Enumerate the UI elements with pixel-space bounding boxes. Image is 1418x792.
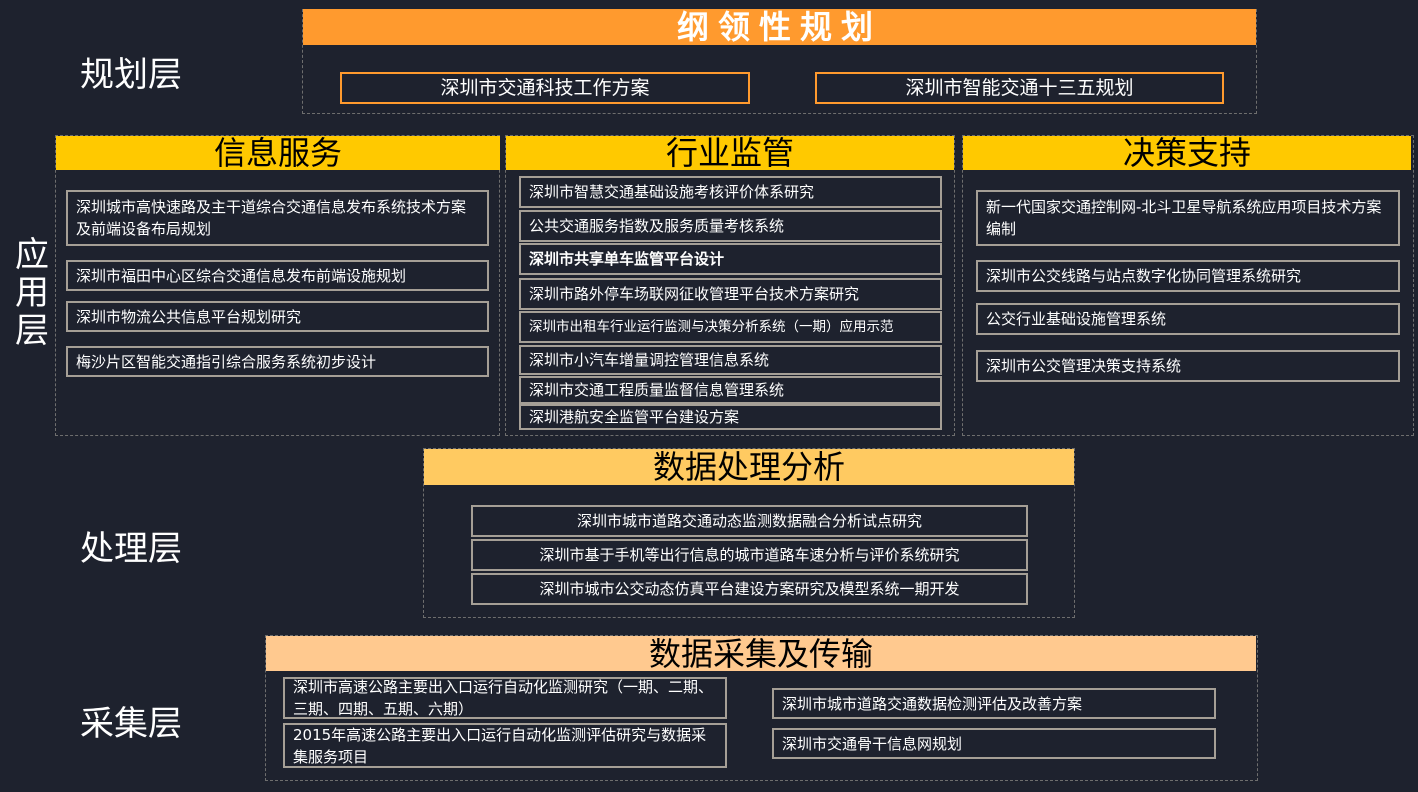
- info-service-header: 信息服务: [56, 136, 500, 170]
- decision-support-item: 新一代国家交通控制网-北斗卫星导航系统应用项目技术方案编制: [976, 190, 1400, 246]
- data-processing-header: 数据处理分析: [424, 449, 1074, 485]
- layer-label-application-char: 层: [15, 311, 49, 351]
- planning-header: 纲领性规划: [303, 9, 1256, 45]
- industry-supervision-item: 深圳市出租车行业运行监测与决策分析系统（一期）应用示范: [519, 311, 942, 343]
- data-collection-item: 深圳市城市道路交通数据检测评估及改善方案: [772, 688, 1216, 719]
- info-service-item: 梅沙片区智能交通指引综合服务系统初步设计: [66, 346, 489, 377]
- data-collection-item: 深圳市交通骨干信息网规划: [772, 728, 1216, 759]
- industry-supervision-item: 深圳市交通工程质量监督信息管理系统: [519, 376, 942, 404]
- industry-supervision-region: [505, 135, 955, 436]
- industry-supervision-item: 深圳市共享单车监管平台设计: [519, 243, 942, 275]
- data-processing-item: 深圳市城市公交动态仿真平台建设方案研究及模型系统一期开发: [471, 573, 1028, 605]
- planning-item: 深圳市交通科技工作方案: [340, 72, 750, 104]
- decision-support-item: 公交行业基础设施管理系统: [976, 303, 1400, 335]
- decision-support-header: 决策支持: [963, 136, 1411, 170]
- data-collection-item: 2015年高速公路主要出入口运行自动化监测评估研究与数据采集服务项目: [283, 723, 727, 768]
- industry-supervision-item: 公共交通服务指数及服务质量考核系统: [519, 210, 942, 242]
- data-collection-item: 深圳市高速公路主要出入口运行自动化监测研究（一期、二期、三期、四期、五期、六期）: [283, 677, 727, 719]
- data-processing-item: 深圳市城市道路交通动态监测数据融合分析试点研究: [471, 505, 1028, 537]
- industry-supervision-item: 深圳市路外停车场联网征收管理平台技术方案研究: [519, 278, 942, 310]
- data-processing-region: [423, 448, 1075, 618]
- info-service-item: 深圳市物流公共信息平台规划研究: [66, 301, 489, 332]
- info-service-item: 深圳市福田中心区综合交通信息发布前端设施规划: [66, 260, 489, 291]
- layer-label-processing: 处理层: [80, 529, 182, 569]
- layer-label-application-char: 应: [15, 235, 49, 275]
- data-collection-header: 数据采集及传输: [266, 636, 1256, 671]
- industry-supervision-item: 深圳市智慧交通基础设施考核评价体系研究: [519, 176, 942, 208]
- layer-label-application: 应 用 层: [12, 236, 52, 350]
- industry-supervision-item: 深圳市小汽车增量调控管理信息系统: [519, 345, 942, 375]
- info-service-item: 深圳城市高快速路及主干道综合交通信息发布系统技术方案及前端设备布局规划: [66, 190, 489, 246]
- planning-item: 深圳市智能交通十三五规划: [815, 72, 1224, 104]
- industry-supervision-item: 深圳港航安全监管平台建设方案: [519, 404, 942, 430]
- decision-support-item: 深圳市公交线路与站点数字化协同管理系统研究: [976, 260, 1400, 292]
- decision-support-item: 深圳市公交管理决策支持系统: [976, 350, 1400, 382]
- info-service-region: [55, 135, 500, 436]
- data-collection-region: [265, 635, 1258, 781]
- layer-label-application-char: 用: [15, 273, 49, 313]
- industry-supervision-header: 行业监管: [506, 136, 954, 170]
- data-processing-item: 深圳市基于手机等出行信息的城市道路车速分析与评价系统研究: [471, 539, 1028, 571]
- decision-support-region: [962, 135, 1414, 436]
- layer-label-planning: 规划层: [80, 55, 182, 95]
- layer-label-collection: 采集层: [80, 704, 182, 744]
